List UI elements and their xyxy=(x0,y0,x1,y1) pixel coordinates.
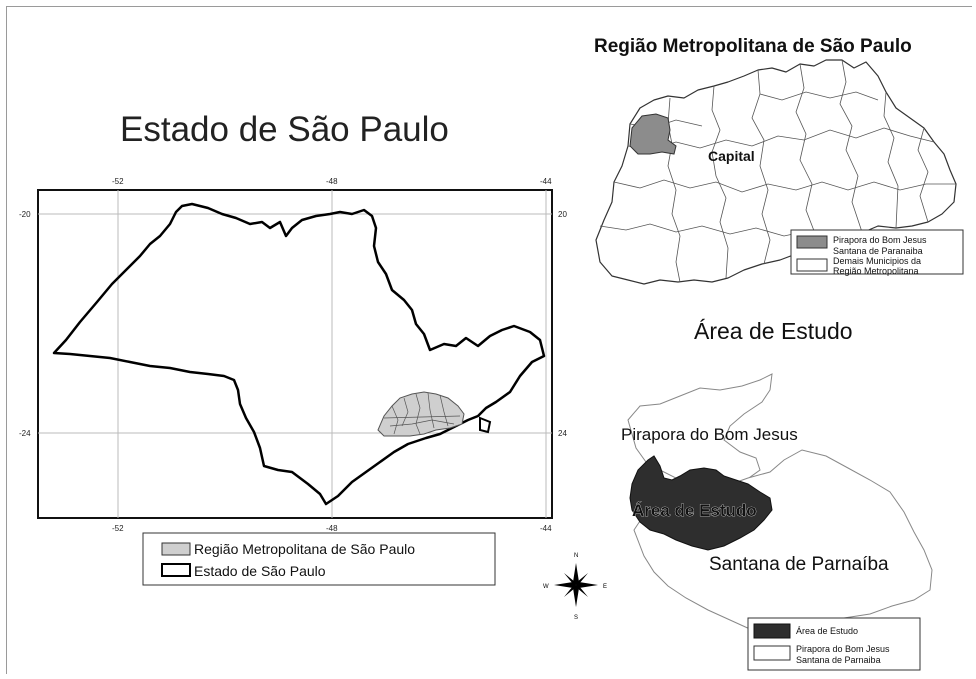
study-area-shape xyxy=(629,455,773,551)
map-frame xyxy=(6,6,972,674)
legend-label-metro: Região Metropolitana de São Paulo xyxy=(194,541,415,557)
legend-swatch-others xyxy=(796,258,828,272)
compass-rose: N S E W xyxy=(543,553,607,621)
compass-n: N xyxy=(574,553,578,559)
legend-swatch-pirapora-santana xyxy=(753,645,791,661)
tick-bottom-2: -48 xyxy=(326,524,338,533)
legend-label-selected-1: Pirapora do Bom Jesus xyxy=(833,235,927,245)
tick-top-1: -52 xyxy=(112,177,124,186)
santana-label: Santana de Parnaíba xyxy=(709,554,889,575)
state-map-frame xyxy=(37,189,553,519)
legend-label-santana: Santana de Parnaiba xyxy=(796,655,881,665)
study-map-title: Área de Estudo xyxy=(694,318,853,344)
tick-bottom-1: -52 xyxy=(112,524,124,533)
study-legend: Área de Estudo Pirapora do Bom Jesus San… xyxy=(747,617,921,671)
metro-selected-municipios xyxy=(629,113,677,155)
tick-left-2: -24 xyxy=(19,429,31,438)
metro-map: Capital Pirapora do Bom Jesus Santana de… xyxy=(595,59,964,285)
tick-right-1: 20 xyxy=(558,210,567,219)
metro-municipio-borders xyxy=(599,59,956,283)
legend-label-study: Área de Estudo xyxy=(796,626,858,636)
study-area-label: Área de Estudo xyxy=(632,501,757,520)
capital-label: Capital xyxy=(708,148,755,164)
legend-swatch-state xyxy=(161,563,191,577)
pirapora-outline xyxy=(627,373,773,493)
legend-label-selected-2: Santana de Paranaiba xyxy=(833,246,923,256)
legend-swatch-metro xyxy=(161,542,191,556)
state-legend: Região Metropolitana de São Paulo Estado… xyxy=(142,532,496,586)
pirapora-label: Pirapora do Bom Jesus xyxy=(621,425,798,444)
legend-label-others-1: Demais Municipios da xyxy=(833,256,921,266)
tick-right-2: 24 xyxy=(558,429,567,438)
compass-s: S xyxy=(574,615,578,621)
compass-w: W xyxy=(543,584,549,590)
tick-top-3: -44 xyxy=(540,177,552,186)
tick-top-2: -48 xyxy=(326,177,338,186)
tick-left-1: -20 xyxy=(19,210,31,219)
coastal-island xyxy=(479,416,492,434)
legend-swatch-study xyxy=(753,623,791,639)
legend-label-others-2: Região Metropolitana xyxy=(833,266,919,276)
state-map-title: Estado de São Paulo xyxy=(120,110,449,149)
legend-label-state: Estado de São Paulo xyxy=(194,563,326,579)
legend-label-pirapora: Pirapora do Bom Jesus xyxy=(796,644,890,654)
study-map: Pirapora do Bom Jesus Área de Estudo San… xyxy=(621,373,933,671)
metro-map-title: Região Metropolitana de São Paulo xyxy=(594,36,912,57)
state-map: -52 -48 -44 -52 -48 -44 -20 -24 20 24 Re… xyxy=(19,177,567,586)
metro-region-internal-borders xyxy=(383,392,461,435)
metro-outline xyxy=(595,59,957,285)
compass-e: E xyxy=(603,584,607,590)
state-graticule xyxy=(38,190,552,518)
metro-legend: Pirapora do Bom Jesus Santana de Paranai… xyxy=(790,229,964,276)
legend-swatch-selected xyxy=(796,235,828,249)
tick-bottom-3: -44 xyxy=(540,524,552,533)
state-outline xyxy=(52,202,546,506)
